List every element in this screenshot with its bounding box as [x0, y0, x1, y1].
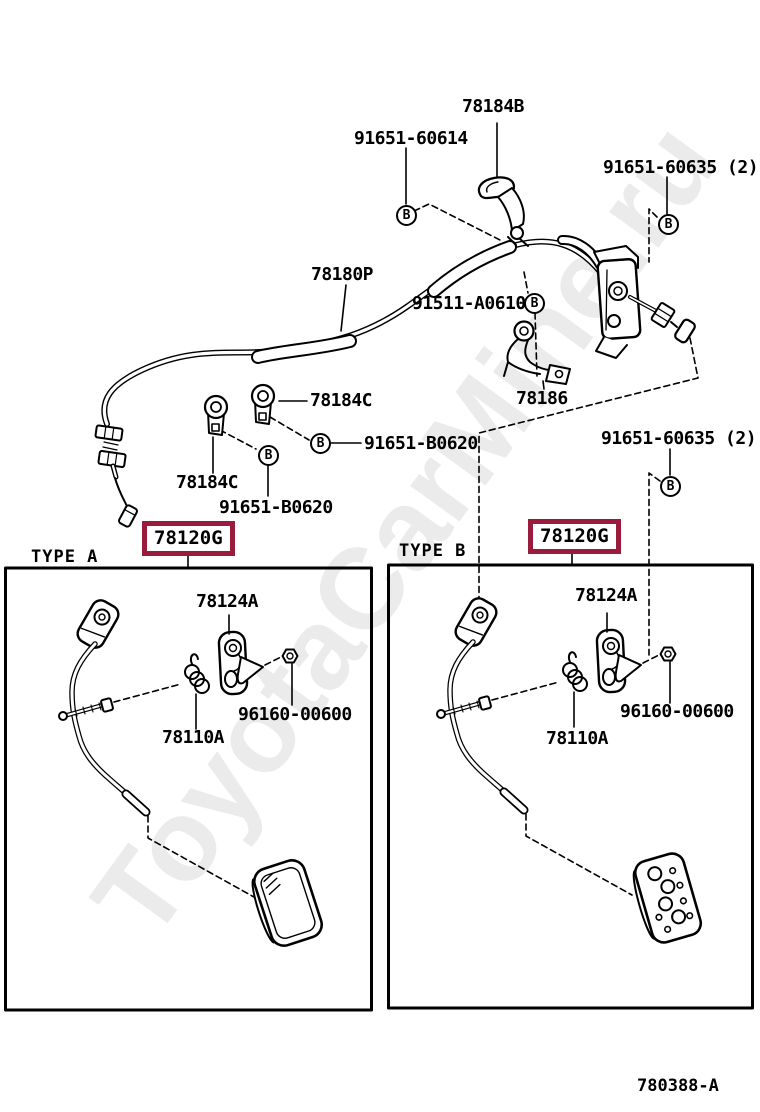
type-b-title: TYPE B	[399, 541, 467, 561]
label-91651-B0620-upper: 91651-B0620	[364, 433, 478, 454]
clamp-78184B	[477, 176, 529, 247]
type-a-title: TYPE A	[31, 547, 99, 567]
connector-b-circle: B	[524, 293, 545, 314]
clamp-78184C-lower	[203, 394, 229, 436]
cable-adjuster-end	[94, 424, 138, 528]
cable-end-bracket-assembly	[593, 245, 696, 359]
label-78110A-type-b: 78110A	[546, 728, 609, 749]
label-78186: 78186	[516, 388, 568, 409]
label-96160-00600-type-a: 96160-00600	[238, 704, 352, 725]
bracket-78186	[503, 320, 571, 385]
label-96160-00600-type-b: 96160-00600	[620, 701, 734, 722]
label-78124A-type-a: 78124A	[196, 591, 259, 612]
connector-b-circle: B	[258, 445, 279, 466]
connector-b-circle: B	[658, 214, 679, 235]
type-a-box	[4, 566, 373, 1012]
label-78180P: 78180P	[311, 264, 374, 285]
highlighted-part-78120G-type-b: 78120G	[528, 519, 621, 554]
diagram-code: 780388-A	[637, 1076, 719, 1096]
label-78184B: 78184B	[462, 96, 525, 117]
label-78124A-type-b: 78124A	[575, 585, 638, 606]
label-78110A-type-a: 78110A	[162, 727, 225, 748]
type-b-box	[387, 563, 754, 1010]
label-91651-60614: 91651-60614	[354, 128, 468, 149]
label-91511-A0610: 91511-A0610	[412, 293, 526, 314]
label-78184C-lower: 78184C	[176, 472, 239, 493]
clamp-78184C-upper	[250, 383, 276, 425]
pedal-pad-type-a	[251, 859, 324, 947]
label-91651-60635-top: 91651-60635 (2)	[603, 157, 759, 178]
label-91651-B0620-lower: 91651-B0620	[219, 497, 333, 518]
connector-b-circle: B	[396, 205, 417, 226]
connector-b-circle: B	[310, 433, 331, 454]
highlighted-part-78120G-type-a: 78120G	[142, 521, 235, 556]
label-leader-lines	[187, 122, 671, 568]
assembly-guide-lines	[219, 203, 699, 656]
connector-b-circle: B	[660, 476, 681, 497]
label-91651-60635-right: 91651-60635 (2)	[601, 428, 757, 449]
label-78184C-upper: 78184C	[310, 390, 373, 411]
pedal-pad-type-b	[632, 852, 703, 944]
